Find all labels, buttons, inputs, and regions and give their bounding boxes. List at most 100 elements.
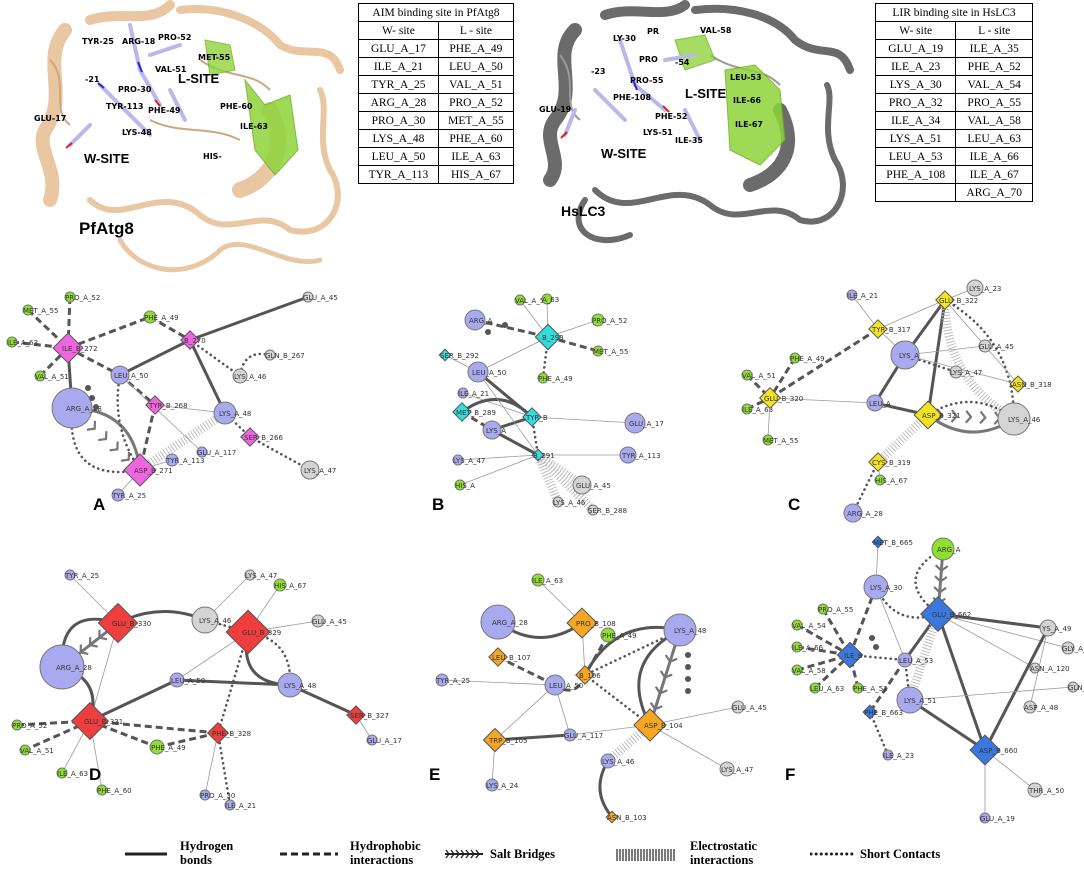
node-B-ile-a-21-label: ILE_A_21 xyxy=(458,390,489,398)
node-B-glu-a-17 xyxy=(624,412,646,434)
hs-residue-label-10: LEU-53 xyxy=(730,73,762,82)
salt-bridge-icon xyxy=(445,849,483,859)
edge-E-10 xyxy=(494,684,556,741)
node-B-leu-a-50-label: LEU_A_50 xyxy=(472,369,506,377)
node-D-pro-a-30 xyxy=(199,789,211,801)
edge-B-20 xyxy=(534,451,597,514)
node-D-leu-a-50-label: LEU_A_50 xyxy=(171,677,205,685)
legend-short-contacts: Short Contacts xyxy=(810,838,980,871)
node-C-lys-a-46 xyxy=(997,402,1031,436)
node-B-leu-a-50 xyxy=(467,361,489,383)
dashed-line-icon xyxy=(280,852,338,856)
edge-C-18-chevron xyxy=(979,410,987,425)
node-C-glu-b-320 xyxy=(758,386,782,410)
node-F-glu-a-19-label: GLU_A_19 xyxy=(980,815,1015,823)
panel-letter-A: A xyxy=(93,495,106,514)
node-D-ile-a-63-label: ILE_A_63 xyxy=(57,770,88,778)
node-A-tyr-a-113 xyxy=(165,453,179,467)
node-B-val-a-51-label: VAL_A_51 xyxy=(515,297,549,305)
node-F-met-b-665-label: MET_B_665 xyxy=(873,539,913,547)
node-A-ile-b-272 xyxy=(52,332,84,364)
node-E-asn-b-103-label: ASN_B_103 xyxy=(607,814,647,822)
node-D-glu-b-330-label: GLU_B_330 xyxy=(112,620,151,628)
node-E-lys-a-24 xyxy=(485,778,499,792)
legend-label-electrostatic: Electrostatic interactions xyxy=(690,839,758,867)
node-B-his-a-label: HIS_A xyxy=(455,482,475,490)
contact-dot-E-3 xyxy=(685,688,691,694)
node-A-tyr-b-268 xyxy=(145,395,165,415)
edge-C-20 xyxy=(769,397,876,404)
node-F-ile-b xyxy=(836,641,864,669)
node-E-glu-a-45 xyxy=(731,700,745,714)
node-C-met-a-55 xyxy=(762,434,774,446)
node-C-val-a-51 xyxy=(741,369,753,381)
edge-D-3-chevron xyxy=(98,629,108,641)
node-E-ile-a-63-label: ILE_A_63 xyxy=(532,577,563,585)
lir-cell: PHE_A_108 xyxy=(874,165,957,184)
node-C-lys-a-47 xyxy=(949,365,963,379)
node-F-lys-a-30 xyxy=(863,574,889,600)
edge-E-11 xyxy=(583,673,652,727)
edge-A-0 xyxy=(66,296,72,349)
node-A-glu-a-117 xyxy=(196,446,208,458)
node-B-phe-a-49-label: PHE_A_49 xyxy=(538,375,573,383)
lir-cell: PHE_A_52 xyxy=(955,57,1033,76)
lir-cell: VAL_A_58 xyxy=(955,111,1033,130)
aim-cell: LEU_A_50 xyxy=(437,57,515,76)
node-D-lys-a-47-label: LYS_A_47 xyxy=(245,572,277,580)
node-E-lys-a-47-label: LYS_A_47 xyxy=(721,766,753,774)
node-D-phe-a-60 xyxy=(96,784,108,796)
hs-residue-label-1: LY-30 xyxy=(613,34,636,43)
hs-residue-label-13: PHE-52 xyxy=(655,112,688,121)
node-A-lys-a-47 xyxy=(300,460,320,480)
edge-E-9 xyxy=(441,679,556,686)
node-D-glu-a-17 xyxy=(366,734,378,746)
edge-F-1-chevron xyxy=(934,575,948,583)
node-E-trp-b-105 xyxy=(482,727,508,753)
node-D-glu-b-330 xyxy=(97,602,139,644)
pf-residue-label-13: LYS-48 xyxy=(122,128,152,137)
node-E-tyr-a-25-label: TYR_A_25 xyxy=(435,677,470,685)
node-A-ile-a-63-label: ILE_A_63 xyxy=(7,339,38,347)
edge-C-12 xyxy=(943,298,1016,421)
node-A-met-a-55 xyxy=(22,304,34,316)
edges-B xyxy=(444,298,636,514)
node-E-glu-a-45-label: GLU_A_45 xyxy=(732,704,767,712)
node-E-asp-b-104-label: ASP_B_104 xyxy=(644,722,683,730)
aim-cell: HIS_A_67 xyxy=(437,165,515,184)
edge-F-18 xyxy=(909,698,986,752)
edge-F-15 xyxy=(905,612,943,702)
edge-E-5-chevron xyxy=(649,701,663,711)
node-F-asn-a-120-label: ASN_A_120 xyxy=(1030,665,1070,673)
edge-F-13 xyxy=(937,613,1069,649)
node-D-leu-a-50 xyxy=(169,672,185,688)
node-F-phe-a-52 xyxy=(852,682,864,694)
node-D-his-a-67-label: HIS_A_67 xyxy=(274,582,306,590)
node-F-pro-a-55 xyxy=(817,603,829,615)
hs-residue-label-6: -54 xyxy=(675,58,690,67)
node-C-glu-b-320-label: GLU_B_320 xyxy=(764,395,803,403)
node-C-lys-a-23-label: LYS_A_23 xyxy=(969,285,1001,293)
edge-F-1-chevron xyxy=(933,586,947,594)
node-E-leu-a-50-label: LEU_A_50 xyxy=(549,682,583,690)
node-F-val-a-58 xyxy=(791,664,803,676)
aim-cell: PHE_A_60 xyxy=(437,129,515,148)
node-E-phe-a-49 xyxy=(600,627,616,643)
lir-cell: ILE_A_66 xyxy=(955,147,1033,166)
node-B-lys-a xyxy=(482,420,502,440)
node-B-met-b-289-label: MET_B_289 xyxy=(456,409,496,417)
edge-F-14 xyxy=(937,613,1036,669)
node-C-leu-a xyxy=(866,394,884,412)
edge-E-4 xyxy=(583,628,682,677)
node-C-glu-a-45-label: GLU_A_45 xyxy=(979,343,1014,351)
node-A-tyr-b-268-label: TYR_B_268 xyxy=(148,402,188,410)
node-F-thr-a-50 xyxy=(1027,782,1043,798)
node-B-tyr-a-113-label: TYR_A_113 xyxy=(621,452,661,460)
legend-hydrophobic: Hydrophobic interactions xyxy=(280,838,430,871)
edge-A-23 xyxy=(154,404,226,414)
node-E-b-106 xyxy=(575,665,595,685)
node-F-phe-b-663 xyxy=(862,704,878,720)
